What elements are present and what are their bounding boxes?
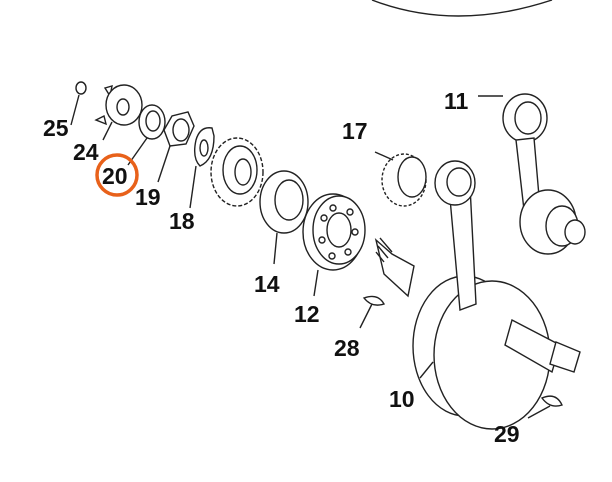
leader-14: [273, 232, 278, 265]
part-19-nut: [163, 111, 195, 147]
gear: [210, 137, 264, 207]
callout-20[interactable]: 20: [102, 163, 128, 189]
leader-24: [102, 121, 113, 141]
highlight-circle-20: [95, 153, 139, 197]
callout-28[interactable]: 28: [334, 335, 360, 361]
callout-10[interactable]: 10: [389, 386, 415, 412]
part-18-lockwasher: [193, 127, 215, 167]
part-12-bearing: [302, 193, 366, 271]
callout-11[interactable]: 11: [444, 88, 469, 114]
part-28-key: [362, 295, 386, 306]
callout-25[interactable]: 25: [43, 115, 69, 141]
part-20-washer: [138, 104, 166, 140]
callout-29[interactable]: 29: [494, 421, 520, 447]
leader-18: [189, 165, 197, 209]
callout-24[interactable]: 24: [73, 139, 99, 165]
callout-12[interactable]: 12: [294, 301, 320, 327]
part-11-conrod: [502, 93, 586, 255]
part-14-seal: [259, 170, 309, 234]
housing-arc: [371, 0, 553, 17]
callout-14[interactable]: 14: [254, 271, 280, 297]
part-24-impeller: [94, 84, 143, 126]
part-29-key: [540, 395, 563, 407]
callout-19[interactable]: 19: [135, 184, 161, 210]
callout-17[interactable]: 17: [342, 118, 368, 144]
leader-10: [419, 361, 434, 379]
part-25-oring: [75, 81, 87, 95]
part-17-needle-bearing: [381, 153, 427, 207]
leader-28: [359, 303, 373, 329]
leader-29: [527, 405, 551, 419]
leader-19: [157, 145, 171, 183]
callout-18[interactable]: 18: [169, 208, 195, 234]
leader-25: [70, 94, 80, 126]
leader-17: [374, 151, 394, 161]
leader-12: [313, 269, 319, 297]
part-10-crankshaft: [374, 160, 581, 430]
